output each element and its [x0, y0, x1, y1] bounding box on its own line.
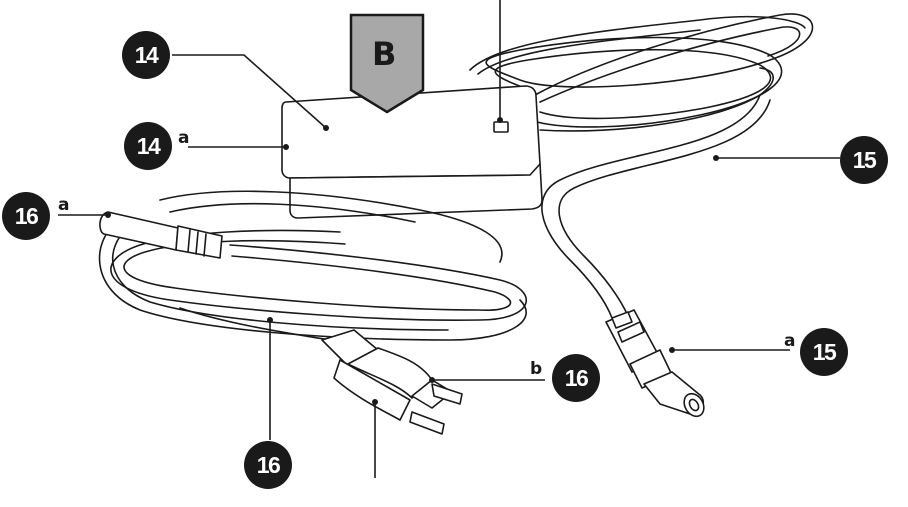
callout-adapter: 14 — [122, 31, 170, 79]
callout-mains-connector: 16 a — [2, 192, 69, 240]
callout-dc-cable-number: 15 — [853, 147, 877, 173]
callout-dc-plug-number: 15 — [813, 339, 837, 365]
dc-cable-coils — [469, 13, 814, 132]
dc-plug — [605, 309, 705, 418]
callout-mains-plug: b 16 — [530, 354, 600, 402]
mains-plug — [321, 329, 463, 435]
callout-mains-cable-number: 16 — [257, 452, 280, 478]
callout-mains-connector-suffix: a — [58, 195, 69, 215]
adapter-body — [281, 85, 543, 219]
leader-adapter — [172, 54, 327, 129]
mains-connector — [99, 211, 223, 259]
callout-mains-cable: 16 — [244, 441, 292, 489]
callout-adapter-socket: 14 a — [124, 122, 189, 170]
callout-mains-plug-suffix: b — [530, 359, 542, 379]
callout-dc-plug-suffix: a — [784, 331, 795, 351]
callout-adapter-socket-number: 14 — [137, 133, 161, 159]
callout-dc-plug: a 15 — [784, 328, 848, 376]
callout-adapter-number: 14 — [135, 42, 159, 68]
callout-mains-connector-number: 16 — [15, 203, 38, 229]
section-marker-b: B — [349, 13, 425, 114]
callout-dc-cable: 15 — [840, 136, 888, 184]
section-marker-label: B — [372, 35, 396, 73]
callout-adapter-socket-suffix: a — [178, 128, 189, 148]
leader-lines — [58, 0, 840, 478]
dc-cable-tail — [541, 94, 771, 319]
callout-mains-plug-number: 16 — [565, 365, 588, 391]
